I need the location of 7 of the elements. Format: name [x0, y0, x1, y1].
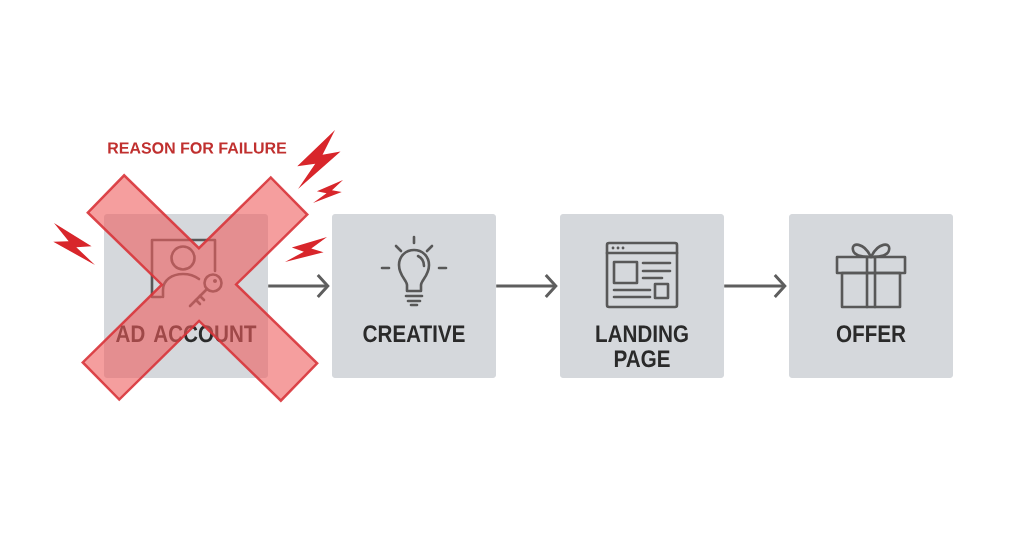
warning-label: REASON FOR FAILURE	[108, 142, 287, 154]
process-box: LANDING PAGE	[560, 214, 724, 378]
arrow	[496, 274, 558, 298]
process-box: CREATIVE	[332, 214, 496, 378]
process-box: OFFER	[789, 214, 953, 378]
arrow	[268, 274, 330, 298]
arrow	[724, 274, 787, 298]
